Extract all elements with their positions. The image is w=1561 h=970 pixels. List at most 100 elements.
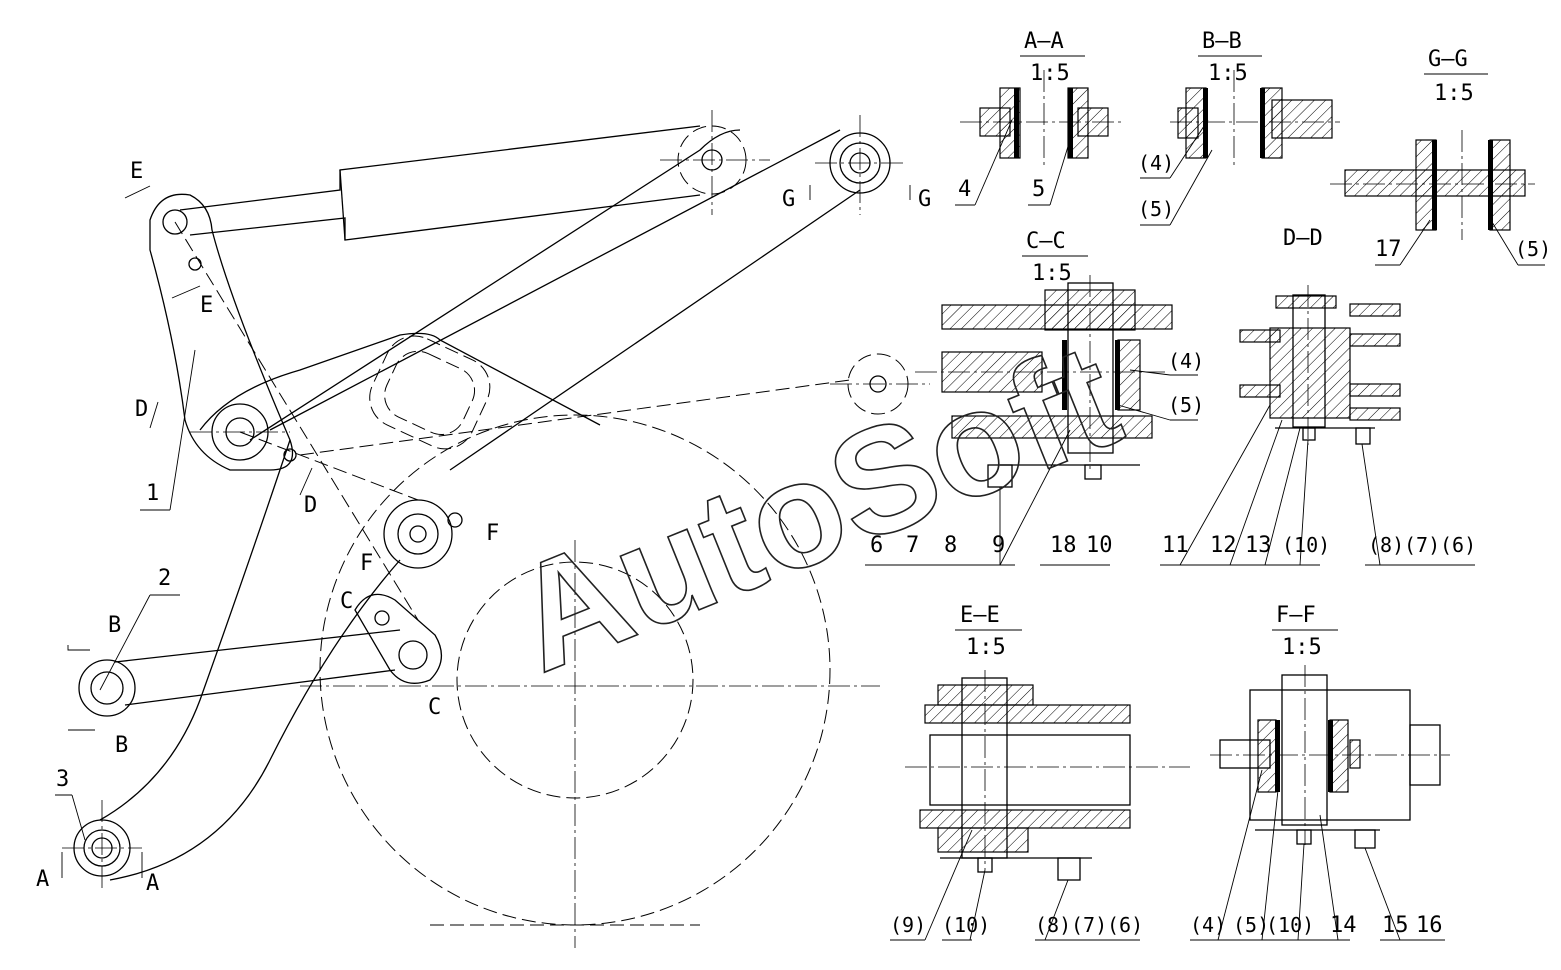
- section-gg-scale: 1:5: [1434, 81, 1474, 106]
- leader-1: [169, 349, 196, 511]
- section-dd-callout-12: 12: [1210, 533, 1237, 558]
- section-ee-callout-8: (8): [1035, 913, 1071, 937]
- center-pivot-outer: [383, 499, 453, 569]
- leader: [1229, 419, 1283, 566]
- section-cc-title: C—C: [1026, 229, 1066, 254]
- leader: [1319, 814, 1339, 941]
- hatch-block: [924, 704, 1131, 724]
- pocket-inner: [384, 350, 476, 435]
- pin: [1067, 282, 1114, 454]
- leader: [1129, 369, 1171, 376]
- section-cc-callout-18: 18: [1050, 533, 1077, 558]
- section-dd-callout-8: (8): [1368, 533, 1404, 557]
- section-ee-scale: 1:5: [966, 635, 1006, 660]
- section-aa-scale: 1:5: [1030, 61, 1070, 86]
- cut-label-e-bottom: E: [200, 293, 213, 318]
- cylinder-bottom: [189, 194, 701, 241]
- bushing: [1488, 140, 1493, 230]
- hatch-block: [1177, 107, 1199, 139]
- section-dd-callout-13: 13: [1245, 533, 1272, 558]
- part-label-2: 2: [158, 566, 171, 591]
- section-cc-callout-5: (5): [1168, 393, 1204, 417]
- section-cc-callout-7: 7: [906, 533, 919, 558]
- leader: [1049, 139, 1071, 206]
- cylinder-end: [339, 169, 346, 241]
- leader: [1044, 879, 1069, 941]
- section-cc-callout-9: 9: [992, 533, 1005, 558]
- leader: [924, 829, 973, 941]
- cut-mark: [67, 645, 90, 651]
- frame-curve-left: [99, 439, 291, 821]
- upper-frame-edge: [199, 332, 601, 431]
- cut-label-a-right: A: [146, 871, 159, 896]
- section-ff-title: F—F: [1276, 603, 1316, 628]
- part-label-1: 1: [146, 481, 159, 506]
- center-pivot-hole: [409, 525, 427, 543]
- leader: [1364, 847, 1401, 941]
- section-cc: C—C 1:5 (4) (5) 6 7 8 9 18 10: [865, 229, 1204, 566]
- cut-label-b-bottom: B: [115, 733, 128, 758]
- section-ff-scale: 1:5: [1282, 635, 1322, 660]
- lever-1-pin-2: [283, 448, 297, 462]
- section-bb-scale: 1:5: [1208, 61, 1248, 86]
- boom-lower-edge: [449, 189, 861, 471]
- bolt-head: [1057, 857, 1081, 881]
- hatch-block: [1349, 303, 1401, 317]
- bushing: [1068, 88, 1073, 158]
- pin: [1281, 674, 1328, 826]
- cut-label-d-bottom: D: [304, 493, 317, 518]
- cut-label-e-top: E: [130, 159, 143, 184]
- hatch-block: [919, 809, 1131, 829]
- section-ff-callout-16: 16: [1416, 913, 1443, 938]
- hatch-block: [1349, 739, 1361, 769]
- leader: [999, 429, 1071, 566]
- section-aa: A—A 1:5 4 5: [955, 29, 1125, 206]
- section-cc-callout-6: 6: [870, 533, 883, 558]
- link-dash-1: [174, 221, 419, 621]
- leader: [1297, 843, 1305, 941]
- leader: [969, 869, 986, 941]
- leader: [1261, 789, 1279, 941]
- section-dd-callout-6: (6): [1440, 533, 1476, 557]
- section-cc-callout-10: 10: [1086, 533, 1113, 558]
- leader-3: [71, 794, 86, 841]
- cut-label-b-top: B: [108, 613, 121, 638]
- section-bb: B—B 1:5 (4) (5): [1138, 29, 1340, 226]
- section-ff-callout-4: (4): [1190, 913, 1226, 937]
- section-aa-title: A—A: [1024, 29, 1064, 54]
- leader: [1117, 404, 1171, 421]
- frame-curve-right: [109, 559, 401, 881]
- hatch-block: [1257, 719, 1277, 793]
- cylinder-top: [179, 125, 701, 211]
- link-dash-2: [239, 431, 419, 501]
- part-label-3: 3: [56, 767, 69, 792]
- cut-label-c-top: C: [340, 589, 353, 614]
- boom-upper-edge: [269, 129, 841, 431]
- bushing: [1062, 340, 1067, 410]
- section-gg-callout-5: (5): [1515, 237, 1551, 261]
- hatch-block: [1349, 407, 1401, 421]
- section-gg-callout-17: 17: [1375, 237, 1402, 262]
- lever-1-pin: [188, 257, 202, 271]
- hatch-block: [1275, 295, 1337, 309]
- center-pivot-mid: [397, 513, 439, 555]
- section-gg-title: G—G: [1428, 47, 1468, 72]
- section-ee-callout-9: (9): [890, 913, 926, 937]
- center-pin-small: [447, 512, 463, 528]
- lower-lever-hole: [398, 640, 428, 670]
- cut-mark: [124, 185, 151, 199]
- lower-lever: [354, 593, 442, 684]
- section-ff: F—F 1:5 (4) (5) (10) 14 15 16: [1190, 603, 1450, 941]
- section-dd: D—D 11 12 13 (10) (8) (7) (6): [1160, 226, 1476, 566]
- section-ee-callout-7: (7): [1071, 913, 1107, 937]
- section-ee: E—E 1:5 (9) (10) (8) (7) (6): [890, 603, 1190, 941]
- part-2-rod-bottom: [124, 669, 396, 706]
- leader: [1179, 404, 1271, 566]
- section-cc-callout-8: 8: [944, 533, 957, 558]
- section-aa-callout-4: 4: [958, 177, 971, 202]
- section-ff-callout-15: 15: [1382, 913, 1409, 938]
- leader: [1264, 427, 1301, 566]
- section-dd-callout-7: (7): [1404, 533, 1440, 557]
- section-aa-callout-5: 5: [1032, 177, 1045, 202]
